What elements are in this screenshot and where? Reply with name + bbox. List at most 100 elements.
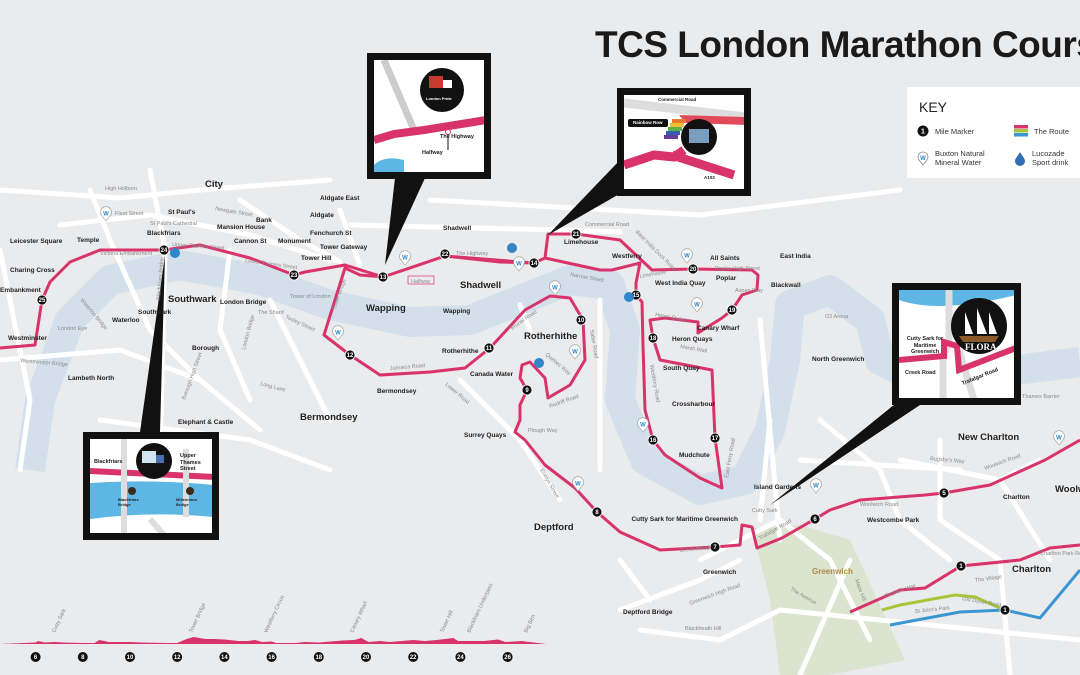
svg-text:8: 8 [81, 655, 85, 661]
station-label: Cannon St [234, 238, 267, 245]
mile-marker: 23 [288, 269, 300, 281]
callout-pointers [140, 160, 920, 505]
svg-text:19: 19 [729, 308, 736, 314]
landmark-label: London Eye [58, 326, 87, 332]
station-label: Southwark [138, 309, 172, 316]
road [617, 557, 653, 603]
area-label: Shadwell [460, 280, 501, 291]
road-label: Greenwich High Road [689, 583, 742, 607]
mile-marker: 21 [570, 228, 582, 240]
area-label: New Charlton [958, 432, 1019, 443]
sport-drink-icon [1015, 151, 1025, 166]
svg-text:20: 20 [690, 267, 697, 273]
road [347, 222, 623, 235]
callout-road-label: Upper Thames Street [180, 453, 201, 472]
callout-rainbow-row: Commercial Road Rainbow Row A103 [617, 88, 751, 196]
road-label: Fleet Street [115, 211, 144, 217]
elevation-landmark-label: Westferry Circus [263, 594, 286, 634]
station-label: Cutty Sark for Maritime Greenwich [631, 516, 738, 523]
station-label: Tower Hill [301, 255, 332, 262]
callout-road-label: A103 [704, 175, 715, 180]
svg-text:8: 8 [595, 510, 599, 516]
svg-text:6: 6 [813, 517, 817, 523]
svg-text:24: 24 [457, 655, 464, 661]
elevation-mile-tick: 26 [502, 652, 513, 662]
area-label: City [205, 179, 224, 190]
road [757, 417, 773, 523]
key-item-water: W Buxton Natural Mineral Water [917, 149, 997, 167]
park-area [752, 525, 905, 675]
road-label: Poplar High Street [715, 266, 760, 272]
water-station-icon: W [100, 206, 112, 222]
callout-blackfriars: Blackfriars Upper Thames Street Blackfri… [83, 432, 219, 540]
station-label: Limehouse [564, 239, 599, 246]
svg-text:W: W [103, 212, 109, 218]
elevation-landmark-label: Big Ben [523, 614, 537, 634]
svg-text:18: 18 [315, 655, 322, 661]
mile-marker: 1 [999, 604, 1011, 616]
svg-text:26: 26 [504, 655, 511, 661]
road-label: Aspen Way [735, 288, 763, 294]
water-station-icon: W [549, 280, 561, 296]
svg-text:W: W [335, 331, 341, 337]
elevation-mile-tick: 12 [172, 652, 183, 662]
road [0, 177, 333, 201]
road-label: Long Lane [259, 381, 286, 394]
station-label: Rotherhithe [442, 348, 479, 355]
station-label: Leicester Square [10, 238, 63, 245]
station-label: North Greenwich [812, 356, 864, 363]
pointer-rainbow-row [548, 160, 635, 235]
mile-marker: 19 [726, 304, 738, 316]
road-label: Marsh Wall [680, 344, 708, 355]
station-label: Deptford Bridge [623, 609, 673, 616]
svg-text:6: 6 [34, 655, 38, 661]
svg-text:10: 10 [127, 655, 134, 661]
road-label: Commercial Road [585, 222, 629, 228]
key-item-mile-marker: 1 Mile Marker [917, 125, 983, 137]
mile-marker: 24 [158, 244, 170, 256]
svg-text:18: 18 [650, 336, 657, 342]
water-station-icon: W [569, 344, 581, 360]
mile-marker: 9 [521, 384, 533, 396]
elevation-mile-tick: 6 [30, 652, 41, 662]
callout-station-label: Blackfriars [94, 459, 123, 465]
svg-text:11: 11 [486, 346, 493, 352]
route-blue-start [889, 569, 1080, 627]
sport-drink-icon [534, 358, 544, 368]
road-label: Salter Road [588, 329, 599, 359]
svg-text:W: W [1056, 436, 1062, 442]
mile-marker: 6 [809, 513, 821, 525]
station-label: Blackwall [771, 282, 801, 289]
svg-text:22: 22 [410, 655, 417, 661]
station-label: Poplar [716, 275, 737, 282]
river-path [15, 250, 1080, 505]
road [457, 377, 563, 503]
station-label: Mudchute [679, 452, 710, 459]
svg-text:15: 15 [633, 293, 640, 299]
svg-text:23: 23 [291, 273, 298, 279]
landmark-label: The Shard [258, 310, 284, 316]
pointer-cutty-sark [770, 400, 920, 505]
station-label: Greenwich [703, 569, 736, 576]
station-label: Monument [278, 238, 312, 245]
road [337, 207, 363, 268]
sport-drink-icon [507, 243, 517, 253]
svg-text:12: 12 [347, 353, 354, 359]
water-station-icon: W [810, 478, 822, 494]
callout-road-label: The Highway [440, 134, 474, 140]
landmark-label: Halfway [411, 279, 431, 285]
pride-logo-text: London Pride [426, 96, 452, 101]
water-station-icon: W [572, 476, 584, 492]
elevation-landmark-label: Blackfriars Underpass [466, 582, 494, 634]
elevation-landmark-label: Cutty Sark [51, 608, 67, 634]
station-label: Tower Gateway [320, 244, 368, 251]
road [997, 477, 1053, 563]
area-label: Wapping [366, 303, 406, 314]
water-station-icon: W [1053, 430, 1065, 446]
svg-text:12: 12 [174, 655, 181, 661]
water-station-icon: W [637, 417, 649, 433]
svg-text:10: 10 [578, 318, 585, 324]
road [427, 187, 903, 218]
